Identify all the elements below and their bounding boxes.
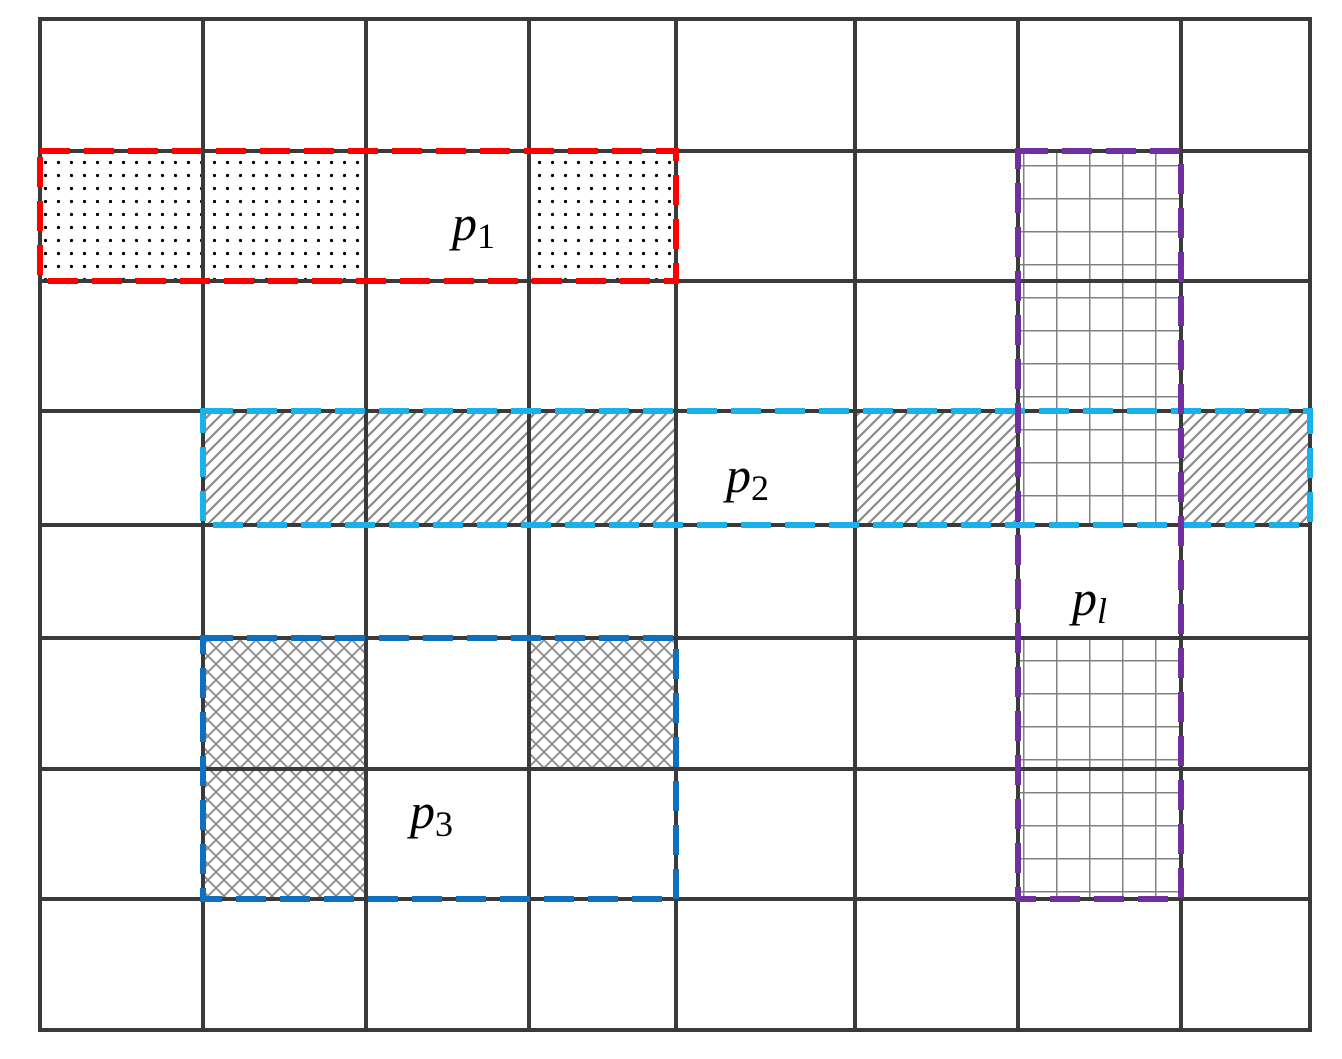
border-pl: [1015, 148, 1184, 902]
pattern-fills: [40, 151, 1310, 899]
cell-fill-p2-r3-c1: [203, 411, 366, 525]
cell-fill-pl-r6-c6: [1018, 769, 1181, 899]
group-labels: p1 p2 p3 pl: [407, 195, 1107, 844]
cell-fill-pl-r2-c6: [1018, 281, 1181, 411]
label-p1: p1: [449, 195, 495, 256]
cell-fill-p1-r1-c0: [40, 151, 203, 281]
label-p3: p3: [407, 783, 453, 844]
border-p2: [200, 408, 1313, 528]
label-pl: pl: [1069, 570, 1107, 631]
cell-fill-pl-r5-c6: [1018, 638, 1181, 769]
group-borders: [37, 148, 1313, 902]
border-p3: [200, 635, 679, 902]
cell-fill-p1-r1-c3: [529, 151, 676, 281]
border-p1: [37, 148, 679, 284]
cell-fill-pl-r3-c6: [1018, 411, 1181, 525]
cell-fill-p2-r3-c5: [855, 411, 1018, 525]
label-p2: p2: [723, 447, 769, 508]
cell-fill-p2-r3-c7: [1181, 411, 1310, 525]
cell-fill-p2-r3-c2: [366, 411, 529, 525]
cell-fill-p2-r3-c3: [529, 411, 676, 525]
cell-fill-pl-r1-c6: [1018, 151, 1181, 281]
cell-fill-p1-r1-c1: [203, 151, 366, 281]
cell-fill-p3-r5-c3: [529, 638, 676, 769]
cell-fill-p3-r6-c1: [203, 769, 366, 899]
cell-fill-p3-r5-c1: [203, 638, 366, 769]
